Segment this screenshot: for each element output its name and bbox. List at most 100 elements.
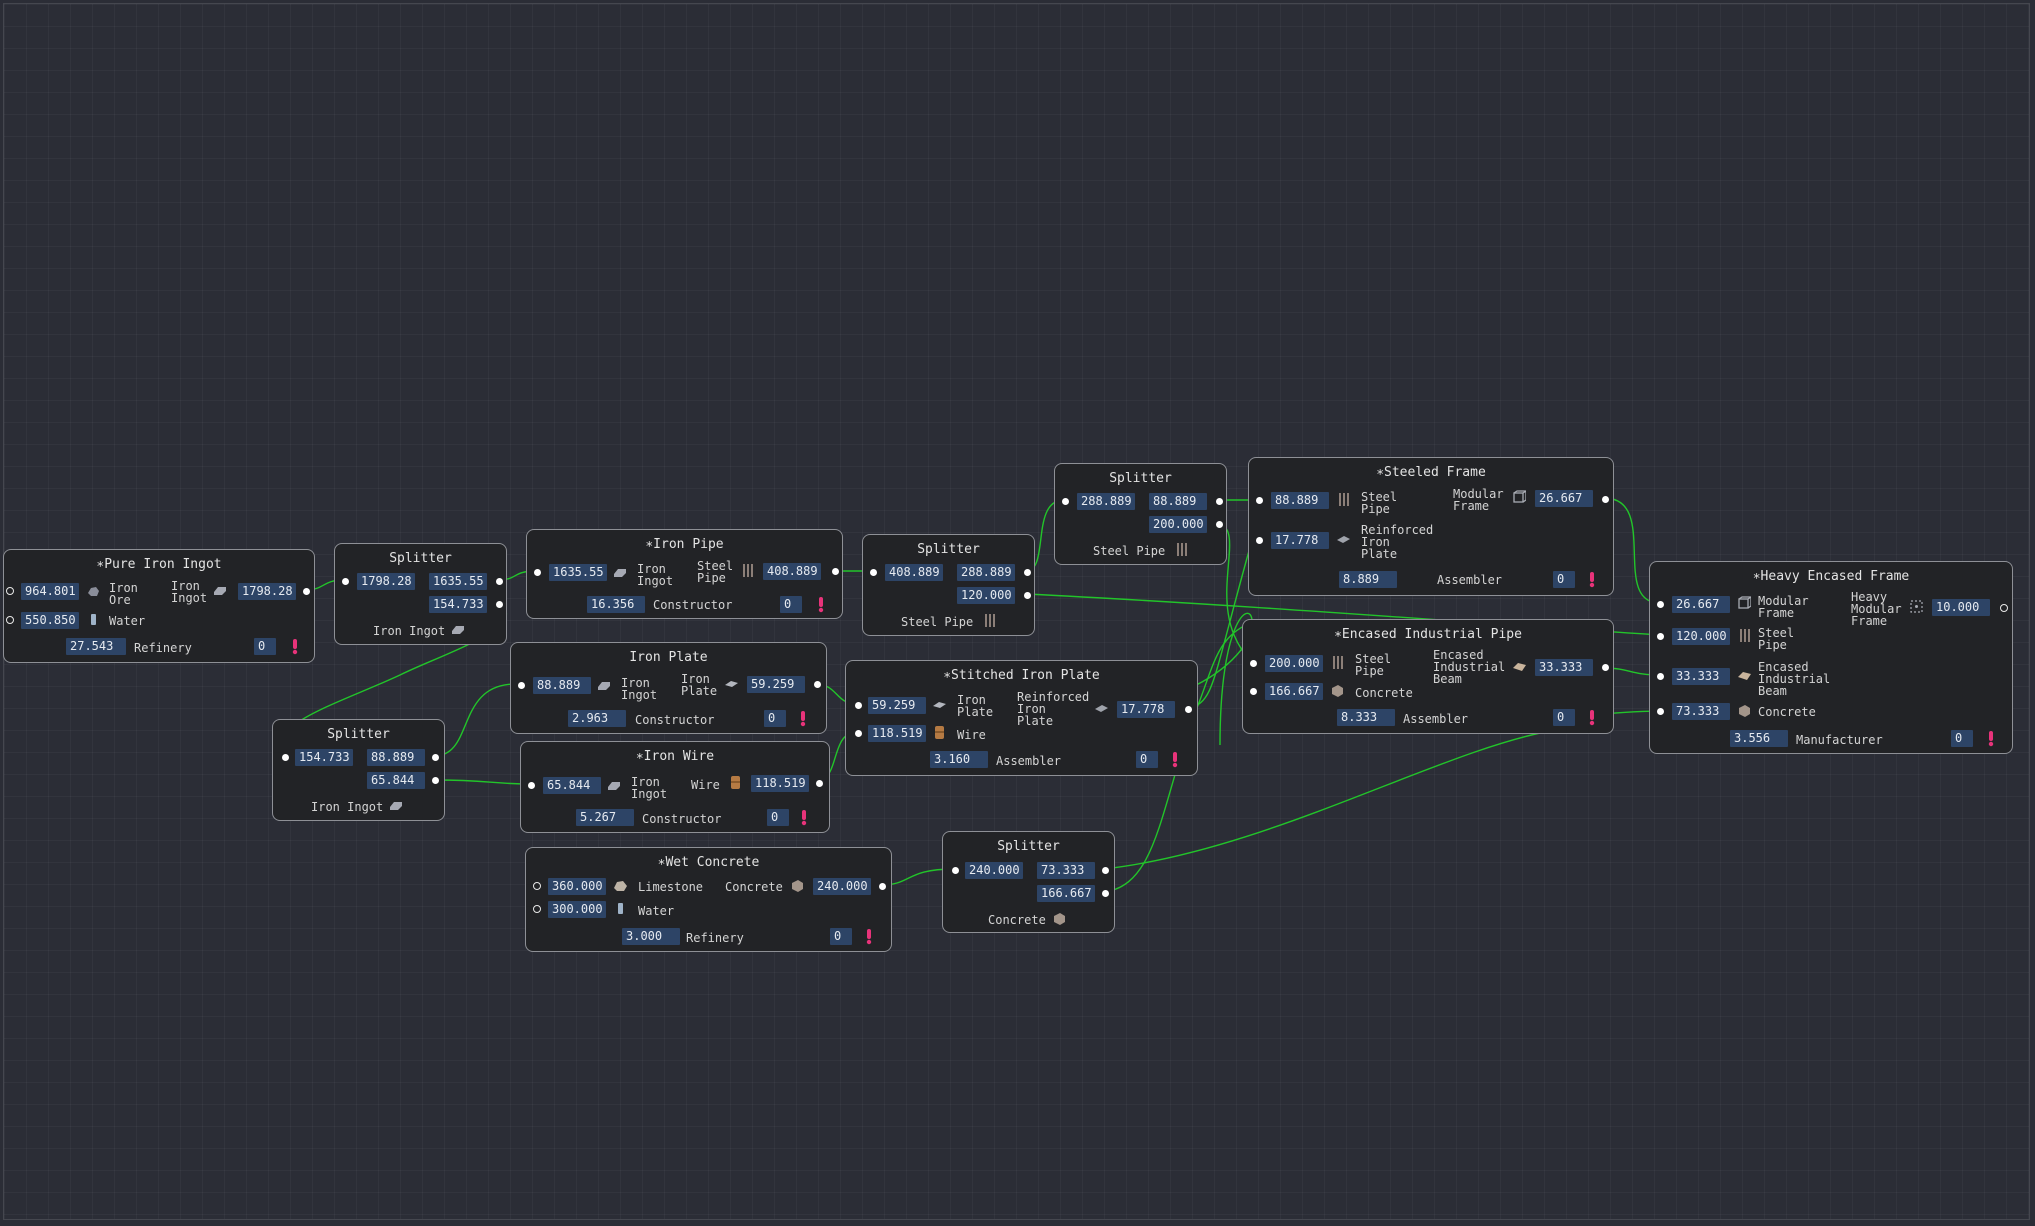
- node-iron-pipe[interactable]: ∗Iron Pipe 1635.55 Iron Ingot Steel Pipe…: [526, 529, 843, 619]
- input-pin[interactable]: [1061, 497, 1069, 505]
- output-pin[interactable]: [1601, 663, 1609, 671]
- warning-icon[interactable]: [864, 929, 874, 945]
- node-wet-concrete[interactable]: ∗Wet Concrete 360.000 Limestone Concrete…: [525, 847, 892, 952]
- output-value[interactable]: 166.667: [1037, 885, 1095, 902]
- output-pin[interactable]: [1215, 497, 1223, 505]
- input-value[interactable]: 59.259: [868, 697, 926, 714]
- input-pin[interactable]: [1255, 536, 1263, 544]
- output-pin[interactable]: [495, 577, 503, 585]
- building-count[interactable]: 5.267: [576, 809, 634, 826]
- warning-icon[interactable]: [1587, 572, 1597, 588]
- input-pin[interactable]: [341, 577, 349, 585]
- output-value[interactable]: 1798.28: [238, 583, 296, 600]
- output-pin[interactable]: [1023, 591, 1031, 599]
- output-pin[interactable]: [431, 776, 439, 784]
- input-pin[interactable]: [532, 881, 541, 890]
- building-count[interactable]: 3.000: [622, 928, 680, 945]
- input-pin[interactable]: [869, 568, 877, 576]
- input-value[interactable]: 88.889: [533, 677, 591, 694]
- overclock-value[interactable]: 0: [1136, 751, 1158, 768]
- output-value[interactable]: 26.667: [1535, 490, 1593, 507]
- output-pin[interactable]: [1999, 603, 2008, 612]
- output-value[interactable]: 408.889: [763, 563, 821, 580]
- output-pin[interactable]: [831, 567, 839, 575]
- input-value[interactable]: 1798.28: [357, 573, 415, 590]
- warning-icon[interactable]: [290, 639, 300, 655]
- building-count[interactable]: 16.356: [587, 596, 645, 613]
- output-value[interactable]: 59.259: [747, 676, 805, 693]
- node-splitter[interactable]: Splitter 1798.28 1635.55 154.733 Iron In…: [334, 543, 507, 645]
- output-value[interactable]: 200.000: [1149, 516, 1207, 533]
- output-pin[interactable]: [302, 587, 310, 595]
- input-pin[interactable]: [1249, 659, 1257, 667]
- node-encased-industrial-pipe[interactable]: ∗Encased Industrial Pipe 200.000 Steel P…: [1242, 619, 1614, 734]
- input-value[interactable]: 360.000: [548, 878, 606, 895]
- output-value[interactable]: 118.519: [751, 775, 809, 792]
- input-value[interactable]: 17.778: [1271, 532, 1329, 549]
- warning-icon[interactable]: [1170, 752, 1180, 768]
- output-value[interactable]: 65.844: [367, 772, 425, 789]
- overclock-value[interactable]: 0: [767, 809, 789, 826]
- output-pin[interactable]: [1101, 889, 1109, 897]
- input-pin[interactable]: [1656, 632, 1664, 640]
- output-pin[interactable]: [815, 779, 823, 787]
- input-value[interactable]: 300.000: [548, 901, 606, 918]
- building-count[interactable]: 2.963: [568, 710, 626, 727]
- input-value[interactable]: 240.000: [965, 862, 1023, 879]
- input-pin[interactable]: [281, 753, 289, 761]
- warning-icon[interactable]: [1587, 710, 1597, 726]
- output-value[interactable]: 33.333: [1535, 659, 1593, 676]
- input-pin[interactable]: [517, 681, 525, 689]
- output-pin[interactable]: [1601, 495, 1609, 503]
- output-pin[interactable]: [1101, 866, 1109, 874]
- output-pin[interactable]: [1184, 705, 1192, 713]
- input-value[interactable]: 26.667: [1672, 596, 1730, 613]
- input-pin[interactable]: [854, 701, 862, 709]
- input-pin[interactable]: [1255, 496, 1263, 504]
- building-count[interactable]: 3.160: [930, 751, 988, 768]
- building-count[interactable]: 3.556: [1730, 730, 1788, 747]
- input-value[interactable]: 166.667: [1265, 683, 1323, 700]
- output-value[interactable]: 88.889: [367, 749, 425, 766]
- overclock-value[interactable]: 0: [830, 928, 852, 945]
- node-steeled-frame[interactable]: ∗Steeled Frame 88.889 Steel Pipe Modular…: [1248, 457, 1614, 596]
- overclock-value[interactable]: 0: [1553, 709, 1575, 726]
- input-value[interactable]: 120.000: [1672, 628, 1730, 645]
- overclock-value[interactable]: 0: [780, 596, 802, 613]
- input-value[interactable]: 154.733: [295, 749, 353, 766]
- overclock-value[interactable]: 0: [1951, 730, 1973, 747]
- output-value[interactable]: 17.778: [1117, 701, 1175, 718]
- input-pin[interactable]: [1249, 687, 1257, 695]
- output-value[interactable]: 1635.55: [429, 573, 487, 590]
- warning-icon[interactable]: [1986, 731, 1996, 747]
- input-pin[interactable]: [1656, 600, 1664, 608]
- building-count[interactable]: 8.889: [1339, 571, 1397, 588]
- output-value[interactable]: 154.733: [429, 596, 487, 613]
- node-splitter[interactable]: Splitter 154.733 88.889 65.844 Iron Ingo…: [272, 719, 445, 821]
- output-pin[interactable]: [495, 600, 503, 608]
- output-value[interactable]: 10.000: [1932, 599, 1990, 616]
- node-heavy-encased-frame[interactable]: ∗Heavy Encased Frame 26.667 Modular Fram…: [1649, 561, 2013, 754]
- input-value-water[interactable]: 550.850: [21, 612, 79, 629]
- input-value[interactable]: 33.333: [1672, 668, 1730, 685]
- node-pure-iron-ingot[interactable]: ∗Pure Iron Ingot 964.801 Iron Ore Iron I…: [3, 549, 315, 663]
- input-value[interactable]: 118.519: [868, 725, 926, 742]
- warning-icon[interactable]: [816, 597, 826, 613]
- input-pin[interactable]: [854, 729, 862, 737]
- node-splitter[interactable]: Splitter 408.889 288.889 120.000 Steel P…: [862, 534, 1035, 636]
- input-value[interactable]: 65.844: [543, 777, 601, 794]
- output-value[interactable]: 73.333: [1037, 862, 1095, 879]
- output-pin[interactable]: [1215, 520, 1223, 528]
- node-splitter[interactable]: Splitter 288.889 88.889 200.000 Steel Pi…: [1054, 463, 1227, 565]
- input-value[interactable]: 288.889: [1077, 493, 1135, 510]
- output-value[interactable]: 88.889: [1149, 493, 1207, 510]
- node-iron-wire[interactable]: ∗Iron Wire 65.844 Iron Ingot Wire 118.51…: [520, 741, 830, 833]
- input-value[interactable]: 1635.55: [549, 564, 607, 581]
- output-pin[interactable]: [1023, 568, 1031, 576]
- node-splitter[interactable]: Splitter 240.000 73.333 166.667 Concrete: [942, 831, 1115, 933]
- overclock-value[interactable]: 0: [1553, 571, 1575, 588]
- input-pin[interactable]: [1656, 672, 1664, 680]
- output-value[interactable]: 240.000: [813, 878, 871, 895]
- input-pin[interactable]: [951, 866, 959, 874]
- output-value[interactable]: 288.889: [957, 564, 1015, 581]
